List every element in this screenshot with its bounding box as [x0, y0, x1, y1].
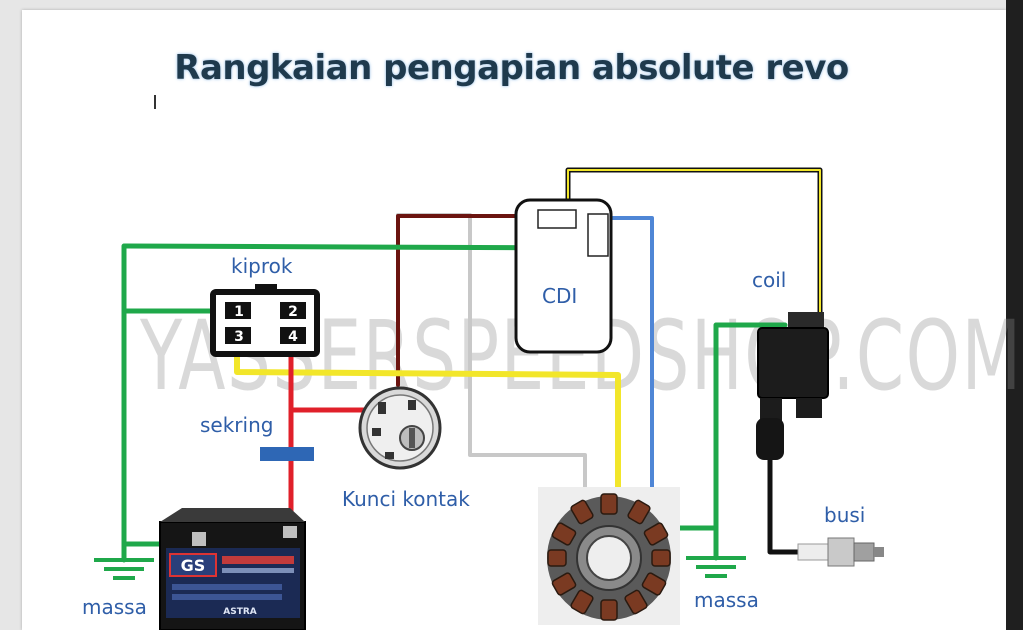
window-edge [1006, 0, 1023, 630]
battery-maker: ASTRA [223, 607, 257, 617]
kiprok-pin-3: 3 [234, 329, 244, 345]
kiprok-pin-2: 2 [288, 304, 298, 320]
fuse [260, 447, 314, 461]
ignition-coil [756, 312, 829, 460]
label-sekring: sekring [200, 413, 274, 437]
label-massa-left: massa [82, 595, 147, 619]
ignition-switch [358, 386, 442, 470]
kiprok-pin-4: 4 [288, 329, 298, 345]
diagram-title: Rangkaian pengapian absolute revo [174, 48, 849, 88]
wire-black-plug [767, 447, 801, 555]
wire-green-right [657, 322, 788, 531]
kiprok-connector: 1 2 3 4 [210, 284, 320, 357]
label-massa-right: massa [694, 588, 759, 612]
cdi-unit [514, 198, 613, 354]
label-kiprok: kiprok [231, 254, 293, 278]
wire-green-main [121, 243, 593, 563]
wire-brown [396, 214, 550, 387]
label-busi: busi [824, 503, 866, 527]
battery-brand: GS [181, 556, 206, 575]
kiprok-pin-1: 1 [234, 304, 244, 320]
spark-plug [797, 537, 884, 567]
wire-blue [596, 216, 654, 510]
label-coil: coil [752, 268, 787, 292]
label-cdi: CDI [542, 284, 578, 308]
text-cursor [154, 95, 156, 109]
label-kunci-kontak: Kunci kontak [342, 487, 470, 511]
ground-symbol-left [94, 558, 154, 580]
ground-symbol-right [686, 556, 746, 578]
stator [538, 487, 680, 625]
wire-coil-trigger-yellow [567, 169, 821, 321]
battery: GS ASTRA [159, 508, 306, 630]
